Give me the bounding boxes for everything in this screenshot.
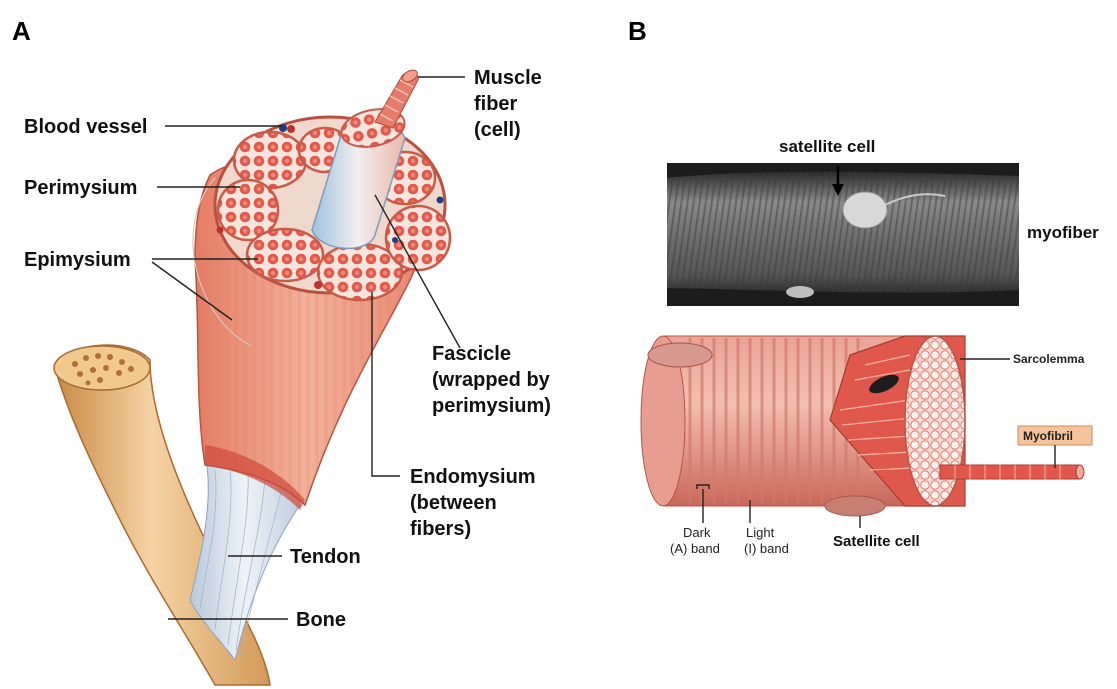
- label-light-1: Light: [746, 525, 775, 540]
- micrograph-debris: [786, 286, 814, 298]
- label-fascicle-3: perimysium): [432, 395, 551, 417]
- fiber-cross-section: [905, 336, 965, 506]
- label-myofiber: myofiber: [1027, 223, 1099, 242]
- label-myofibril: Myofibril: [1023, 429, 1073, 443]
- label-micro-satellite-cell: satellite cell: [779, 137, 875, 156]
- label-perimysium: Perimysium: [24, 177, 137, 199]
- label-fascicle-1: Fascicle: [432, 343, 511, 365]
- label-dark-1: Dark: [683, 525, 711, 540]
- label-dark-2: (A) band: [670, 541, 720, 556]
- label-endomysium-3: fibers): [410, 518, 471, 540]
- micrograph-satellite-cell: [843, 192, 887, 228]
- micrograph-striations: [667, 172, 1019, 293]
- label-muscle-fiber-1: Muscle: [474, 67, 542, 89]
- panel-b-letter: B: [628, 16, 647, 46]
- label-endomysium-2: (between: [410, 492, 497, 514]
- bone-cross-section: [54, 346, 150, 390]
- myofibril-rod: [940, 465, 1080, 479]
- myofibril-end: [1076, 465, 1084, 479]
- micrograph: [667, 163, 1019, 306]
- label-epimysium: Epimysium: [24, 249, 131, 271]
- label-satellite-cell: Satellite cell: [833, 533, 920, 550]
- panel-a-illustration: [54, 68, 450, 685]
- label-sarcolemma: Sarcolemma: [1013, 352, 1085, 366]
- label-bone: Bone: [296, 609, 346, 631]
- panel-a-letter: A: [12, 16, 31, 46]
- label-tendon: Tendon: [290, 546, 361, 568]
- fiber-satellite-cell-top: [648, 343, 712, 367]
- label-light-2: (I) band: [744, 541, 789, 556]
- fiber-satellite-cell-bottom: [825, 496, 885, 516]
- label-blood-vessel: Blood vessel: [24, 116, 147, 138]
- label-endomysium-1: Endomysium: [410, 466, 536, 488]
- label-fascicle-2: (wrapped by: [432, 369, 551, 391]
- label-muscle-fiber-3: (cell): [474, 119, 521, 141]
- label-muscle-fiber-2: fiber: [474, 93, 518, 115]
